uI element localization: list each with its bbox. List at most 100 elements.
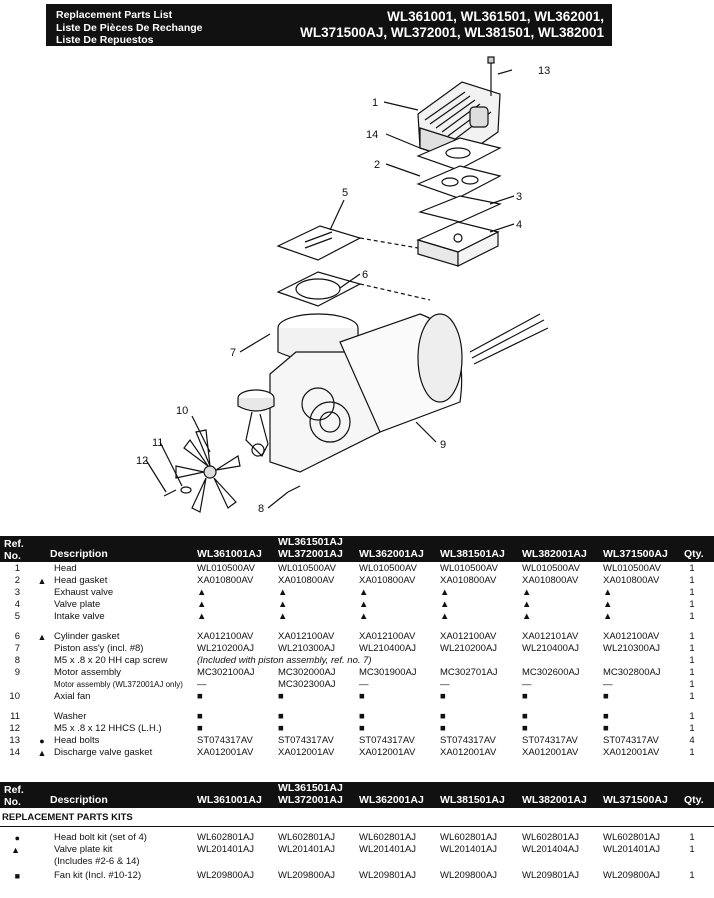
exploded-parts-diagram: 1 2 3 4 5 6 7 8 9 10 11 12 13 14	[136, 56, 550, 515]
callout-1: 1	[372, 97, 378, 109]
callout-10: 10	[176, 405, 188, 417]
quantity: 1	[689, 587, 695, 598]
part-number-cell: ▲	[603, 587, 613, 598]
part-description: Motor assembly (WL372001AJ only)	[54, 680, 183, 689]
part-number-cell: ST074317AV	[197, 735, 253, 746]
quantity: 1	[689, 655, 695, 666]
ref-number: 8	[14, 655, 20, 666]
part-number-cell: ■	[278, 723, 284, 734]
part-number-cell: XA010800AV	[522, 575, 579, 586]
kit-number-cell: WL209801AJ	[359, 870, 417, 881]
title-bar: Replacement Parts List Liste De Pièces D…	[46, 4, 612, 46]
quantity: 1	[689, 611, 695, 622]
part-number-cell: ST074317AV	[440, 735, 496, 746]
part-number-cell: ■	[522, 711, 528, 722]
quantity: 1	[689, 844, 695, 855]
callout-9: 9	[440, 439, 446, 451]
ref-header-line1: Ref.	[4, 538, 24, 550]
kits-ref-header-line2: No.	[4, 796, 21, 808]
quantity: 1	[689, 679, 695, 690]
hhcs-screw-part	[163, 489, 177, 497]
callout-2: 2	[374, 159, 380, 171]
quantity: 4	[689, 735, 695, 746]
ref-number: 2	[14, 575, 20, 586]
part-number-cell: WL210300AJ	[603, 643, 661, 654]
part-number-cell: ▲	[278, 599, 288, 610]
kits-ref-header-line1: Ref.	[4, 784, 24, 796]
callout-11: 11	[152, 437, 163, 449]
part-number-cell: ■	[197, 723, 203, 734]
kit-symbol: ●	[14, 833, 20, 843]
washer-part	[180, 486, 192, 494]
quantity: 1	[689, 747, 695, 758]
head-gasket-part	[416, 165, 502, 199]
kit-number-cell: WL602801AJ	[440, 832, 498, 843]
quantity: 1	[689, 870, 695, 881]
part-number-cell: WL010500AV	[359, 563, 417, 574]
part-number-cell: XA012100AV	[197, 631, 254, 642]
callout-14: 14	[366, 129, 378, 141]
kits-model-header-5: WL382001AJ	[522, 794, 587, 806]
discharge-valve-gasket-part	[416, 137, 502, 171]
kits-table-header: Ref. No. Description WL361001AJ WL361501…	[0, 782, 714, 808]
callout-6: 6	[362, 269, 368, 281]
ref-number: 14	[9, 747, 20, 758]
part-number-cell: ▲	[197, 599, 207, 610]
kit-number-cell: WL201401AJ	[440, 844, 498, 855]
table-row: (Includes #2-6 & 14)	[0, 856, 714, 868]
kit-number-cell: WL201401AJ	[278, 844, 336, 855]
kit-number-cell: WL602801AJ	[197, 832, 255, 843]
kit-symbol: ■	[14, 871, 20, 881]
quantity: 1	[689, 832, 695, 843]
kit-number-cell: WL209801AJ	[522, 870, 580, 881]
part-number-cell: MC302701AJ	[440, 667, 498, 678]
part-number-cell: XA012001AV	[197, 747, 254, 758]
part-number-cell: MC302800AJ	[603, 667, 661, 678]
callout-3: 3	[516, 191, 522, 203]
kit-description: (Includes #2-6 & 14)	[54, 856, 140, 867]
part-number-cell: ▲	[603, 599, 613, 610]
part-number-cell: XA010800AV	[197, 575, 254, 586]
ref-number: 4	[14, 599, 20, 610]
piston-assembly-part	[237, 389, 275, 458]
parts-table-header: Ref. No. Description WL361001AJ WL361501…	[0, 536, 714, 562]
part-number-cell: MC302600AJ	[522, 667, 580, 678]
part-number-cell: ▲	[359, 599, 369, 610]
head-bolt-part	[487, 56, 495, 96]
part-number-cell: ST074317AV	[359, 735, 415, 746]
model-header-3: WL362001AJ	[359, 548, 424, 560]
kits-model-header-3: WL362001AJ	[359, 794, 424, 806]
valve-plate-part	[416, 221, 500, 267]
kit-number-cell: WL602801AJ	[522, 832, 580, 843]
kits-ref-no-header: Ref. No.	[4, 784, 24, 808]
kits-model-header-4: WL381501AJ	[440, 794, 505, 806]
part-description: M5 x .8 x 12 HHCS (L.H.)	[54, 723, 162, 734]
part-number-cell: —	[359, 679, 369, 690]
part-number-cell: ■	[197, 711, 203, 722]
part-number-cell: ■	[278, 711, 284, 722]
kit-number-cell: WL209800AJ	[603, 870, 661, 881]
model-header-2a: WL361501AJ	[278, 536, 343, 548]
ref-number: 5	[14, 611, 20, 622]
kits-model-header-1: WL361001AJ	[197, 794, 262, 806]
ref-number: 11	[10, 711, 20, 722]
part-number-cell: XA012100AV	[278, 631, 335, 642]
part-number-cell: ▲	[197, 587, 207, 598]
part-description: Head	[54, 563, 77, 574]
qty-header: Qty.	[684, 548, 704, 560]
part-number-cell: ■	[197, 691, 203, 702]
part-number-cell: MC302000AJ	[278, 667, 336, 678]
part-number-cell: XA012100AV	[603, 631, 660, 642]
part-number-cell: —	[522, 679, 532, 690]
part-number-cell: ST074317AV	[522, 735, 578, 746]
part-number-cell: WL010500AV	[197, 563, 255, 574]
part-number-cell: WL010500AV	[278, 563, 336, 574]
callout-7: 7	[230, 347, 236, 359]
kit-symbol: ▲	[11, 845, 20, 855]
kit-number-cell: WL602801AJ	[603, 832, 661, 843]
part-number-cell: XA012001AV	[603, 747, 660, 758]
